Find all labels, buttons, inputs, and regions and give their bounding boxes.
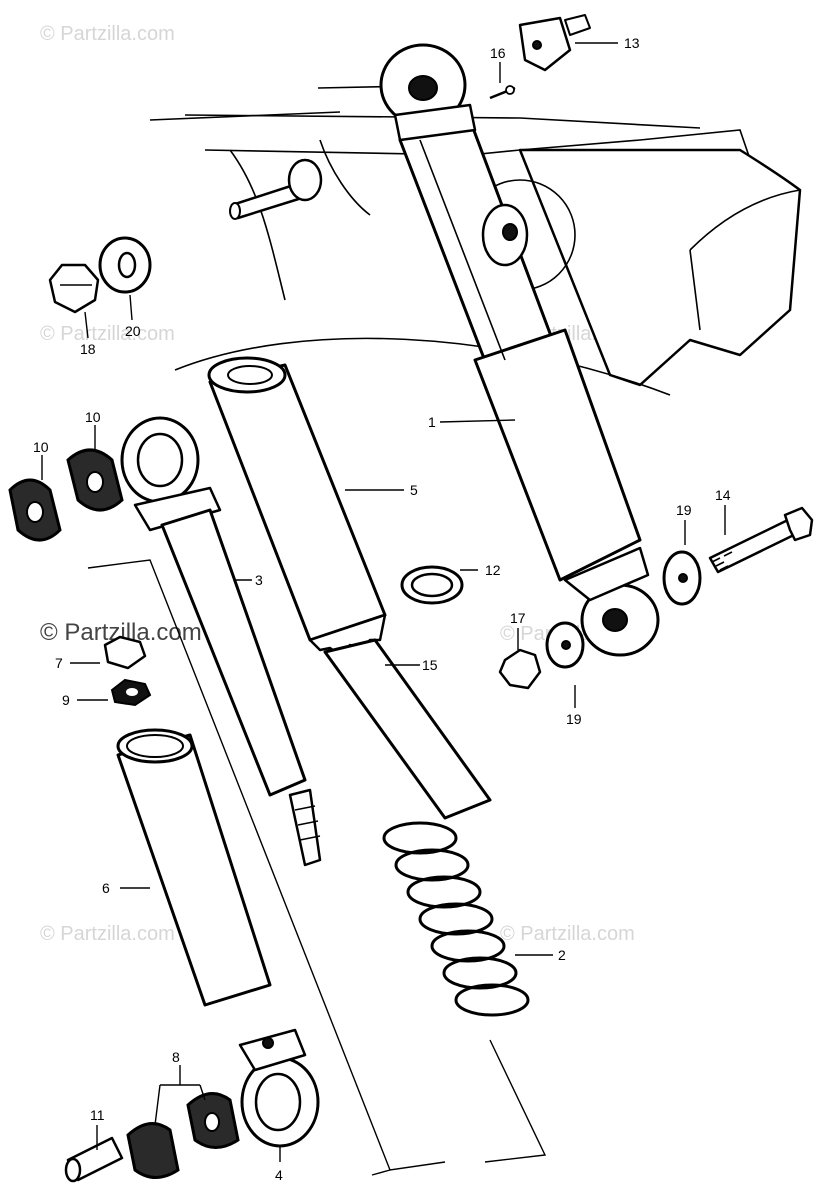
part-19-washer-lower: [545, 621, 585, 669]
part-20-washer: [98, 236, 152, 294]
watermark-mid-left: © Partzilla.com: [40, 323, 175, 345]
callout-part-1: 1: [428, 414, 436, 430]
part-17-nut: [498, 648, 542, 690]
part-7-nut: [103, 635, 147, 670]
part-14-bolt: [708, 506, 814, 574]
callout-part-10-left: 10: [33, 439, 49, 455]
part-13-cap-nut: [518, 14, 591, 72]
part-8-bushing-left: [126, 1122, 180, 1179]
watermark-bottom-left: © Partzilla.com: [40, 923, 175, 945]
part-16-pin: [489, 85, 516, 100]
callout-part-10-right: 10: [85, 409, 101, 425]
part-3-damper-unit: [120, 416, 322, 867]
part-1-shock-absorber-assembly: [379, 43, 660, 657]
watermark-top-left: © Partzilla.com: [40, 23, 175, 45]
callout-part-2: 2: [558, 947, 566, 963]
part-10-bushing-left: [8, 478, 62, 542]
part-9-lock-nut: [110, 678, 152, 707]
part-11-collar: [64, 1136, 124, 1183]
callout-part-20: 20: [125, 323, 141, 339]
assembly-group-bracket: [87, 559, 547, 1176]
callout-part-19-lower: 19: [566, 711, 582, 727]
callout-part-3: 3: [255, 572, 263, 588]
part-15-piston-rod: [323, 638, 492, 820]
part-18-nut: [48, 263, 100, 314]
part-4-lower-eye: [238, 1028, 320, 1148]
callout-part-13: 13: [624, 35, 640, 51]
callout-part-12: 12: [485, 562, 501, 578]
callout-part-19-upper: 19: [676, 502, 692, 518]
callout-part-8: 8: [172, 1049, 180, 1065]
callout-part-9: 9: [62, 692, 70, 708]
callout-part-17: 17: [510, 610, 526, 626]
callout-part-14: 14: [715, 487, 731, 503]
watermark-bottom-right: © Partzilla.com: [500, 923, 635, 945]
part-12-washer: [400, 565, 464, 605]
leader-lines: [41, 42, 726, 1162]
callout-part-7: 7: [55, 655, 63, 671]
callout-part-16: 16: [490, 45, 506, 61]
part-2-coil-spring: [382, 821, 530, 1017]
part-6-lower-spring-cover: [116, 728, 272, 1007]
callout-part-18: 18: [80, 341, 96, 357]
part-10-bushing-right: [66, 448, 124, 512]
part-8-bushing-right: [186, 1092, 240, 1149]
callout-labels: 1 2 3 4 5 6 7 8 9 10 10 11 12 13 14 15 1…: [33, 35, 731, 1183]
callout-part-4: 4: [275, 1167, 283, 1183]
callout-part-5: 5: [410, 482, 418, 498]
part-5-upper-spring-cover: [207, 356, 387, 657]
part-19-washer-upper: [662, 550, 702, 606]
callout-part-6: 6: [102, 880, 110, 896]
callout-part-15: 15: [422, 657, 438, 673]
callout-part-11: 11: [90, 1107, 105, 1123]
frame-mount-stud: [229, 158, 323, 220]
